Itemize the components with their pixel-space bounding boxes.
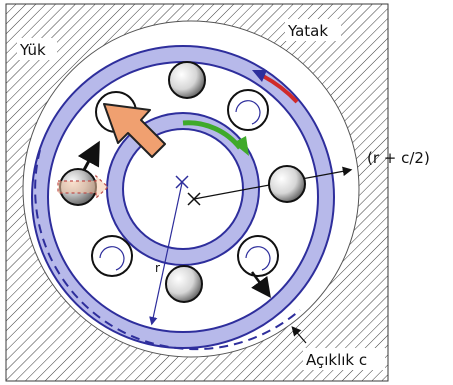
ball-top-right [227,89,269,131]
ball-exit-arrow [250,271,271,299]
ball-bottom [165,265,203,303]
ball-shift-arrow [77,140,100,171]
housing-frame [5,3,389,382]
clearance-label-bg [303,348,385,370]
cage-rotation-arrow-icon [262,74,299,104]
load-label: Yük [19,41,46,59]
housing-label-bg [285,19,341,41]
ball-bottom-left [91,235,133,277]
radius-line [149,182,183,326]
ball-bottom-left-motion [99,246,125,271]
cage-rotation-arrowhead [252,70,267,82]
ball-motion-arrow-icon [57,174,109,200]
inner-ring-bore [122,128,244,250]
ball-bottom-right-motion [245,246,271,271]
ball-right [268,165,306,203]
ball-bottom-right [237,235,279,277]
load-label-bg [17,38,57,60]
clearance-dashed-arc [34,149,301,351]
radius-expression-label: (r + c/2) [367,149,430,167]
ball-top-right-motion [235,100,261,125]
clearance-label: Açıklık c [306,351,367,369]
clearance-pointer [291,326,307,344]
radius-symbol-label: r [155,261,160,275]
shaft-center-mark [175,175,189,189]
housing-label: Yatak [287,22,328,40]
ball-top [168,61,206,99]
inner-rotation-arrowhead [233,136,249,156]
rolling-elements [59,61,306,303]
load-arrow-icon [103,103,166,158]
